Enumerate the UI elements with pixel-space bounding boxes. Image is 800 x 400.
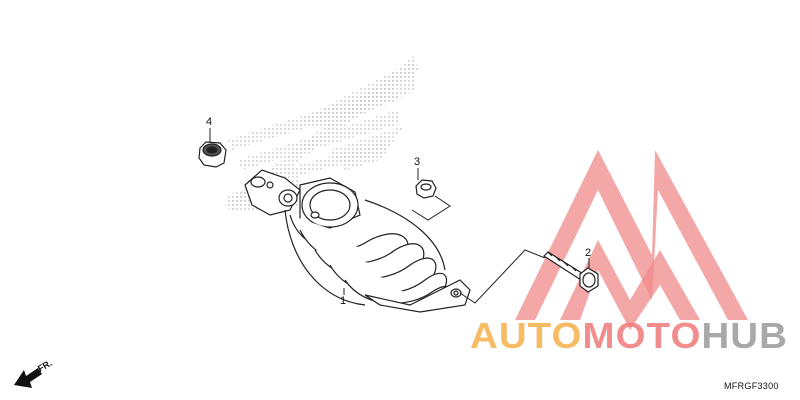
part-3-nut[interactable] <box>415 179 437 199</box>
diagram-code: MFRGF3300 <box>724 381 779 391</box>
callout-2: 2 <box>585 247 591 259</box>
front-direction-arrow-icon: FR. <box>14 358 54 388</box>
leader-lines <box>209 128 590 304</box>
wing-emblem-background <box>225 55 418 212</box>
watermark-text-moto: MOTO <box>583 315 702 356</box>
part-4-bushing[interactable] <box>198 141 227 168</box>
callout-4: 4 <box>206 116 212 128</box>
direction-label: FR. <box>36 358 54 374</box>
watermark-text-part2: HUB <box>701 315 788 356</box>
automotohub-logo-icon <box>515 150 748 330</box>
part-2-bolt[interactable] <box>543 251 599 293</box>
callout-1: 1 <box>340 295 346 307</box>
callout-3: 3 <box>414 156 420 168</box>
watermark-text-auto: AUTO <box>470 315 583 356</box>
rear-shock-absorber[interactable] <box>244 169 471 313</box>
